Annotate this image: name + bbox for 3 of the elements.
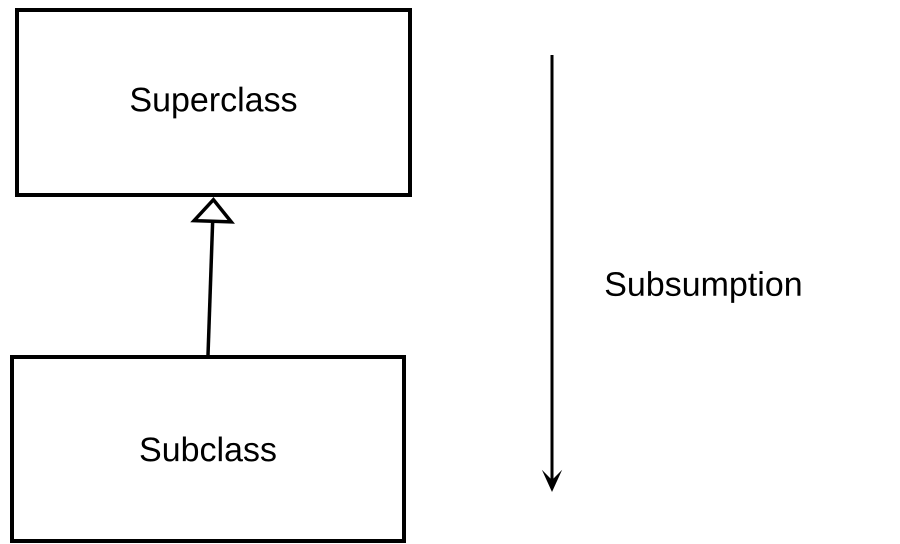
direction-label: Subsumption (606, 271, 800, 303)
class-box: Subclass (10, 355, 406, 543)
class-box: Superclass (15, 8, 412, 197)
